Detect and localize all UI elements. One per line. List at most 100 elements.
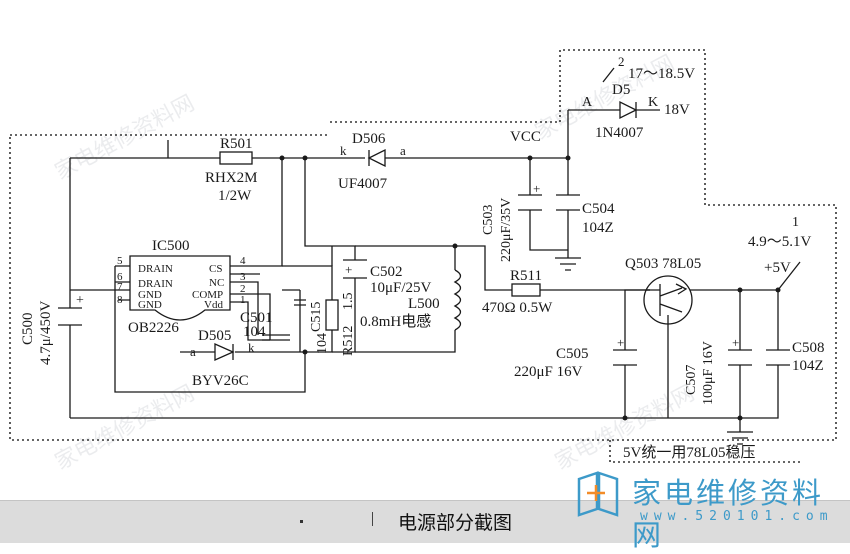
- c500-value: 4.7μ/450V: [38, 301, 54, 365]
- d505-k: k: [248, 340, 255, 355]
- r512-value: 1.5: [341, 293, 356, 311]
- d505-a: a: [190, 344, 196, 359]
- r501-part: RHX2M: [205, 170, 258, 186]
- pin-1: 1: [240, 294, 246, 306]
- l500-inductor: [453, 269, 462, 331]
- d5-a: A: [582, 95, 593, 110]
- ic-cs: CS: [209, 263, 222, 275]
- c501-label: C501: [240, 310, 273, 326]
- l500-value: 0.8mH电感: [360, 313, 431, 330]
- c515-capacitor: [294, 299, 306, 306]
- ground-symbol: [555, 257, 581, 271]
- pin-6: 6: [117, 271, 123, 283]
- 5v-arrow: [777, 261, 801, 291]
- d505-diode: [214, 342, 235, 362]
- r501-resistor: [219, 151, 253, 165]
- c503-capacitor: +: [518, 181, 542, 211]
- r512-resistor: [325, 299, 339, 331]
- ground-symbol: [727, 431, 753, 445]
- c504-value: 104Z: [582, 220, 614, 236]
- pin-5: 5: [117, 255, 123, 267]
- note-5v-regulator: 5V统一用78L05稳压: [623, 444, 756, 461]
- d5-diode: [602, 67, 638, 120]
- svg-text:+: +: [533, 181, 540, 196]
- svg-text:+: +: [345, 262, 352, 277]
- c508-label: C508: [792, 340, 825, 356]
- brand-url: www.520101.com: [640, 509, 834, 524]
- d5-18v: 18V: [664, 102, 690, 118]
- r501-power: 1/2W: [218, 188, 252, 204]
- c502-capacitor: +: [343, 259, 367, 279]
- d506-label: D506: [352, 131, 386, 147]
- caption-bar: [0, 500, 850, 543]
- c507-value: 100μF 16V: [701, 341, 716, 405]
- c501-value: 104: [243, 324, 266, 340]
- c505-label: C505: [556, 346, 589, 362]
- q503-label: Q503 78L05: [625, 256, 701, 272]
- ic500-label: IC500: [152, 238, 190, 254]
- ic-nc: NC: [209, 277, 224, 289]
- figure-caption: 电源部分截图: [398, 512, 513, 534]
- boundary-dotted: [9, 49, 837, 463]
- l500-label: L500: [408, 296, 440, 312]
- ic500-part: OB2226: [128, 320, 179, 336]
- ic-vdd: Vdd: [204, 299, 223, 311]
- d506-part: UF4007: [338, 176, 388, 192]
- d506-a: a: [400, 143, 406, 158]
- pin-7: 7: [117, 281, 123, 293]
- pin-2: 2: [240, 283, 246, 295]
- d5-mark-2: 2: [618, 54, 625, 69]
- c505-value: 220μF 16V: [514, 364, 583, 380]
- d505-part: BYV26C: [192, 373, 249, 389]
- vcc-label: VCC: [510, 129, 541, 145]
- svg-text:+: +: [76, 293, 84, 308]
- c503-label: C503: [481, 205, 496, 235]
- r512-label: R512: [341, 326, 356, 356]
- ic-drain-1: DRAIN: [138, 263, 173, 275]
- out-voltage-range: 4.9～5.1V: [748, 234, 812, 250]
- d5-voltage-range: 17～18.5V: [628, 66, 695, 82]
- ic500-chip: [129, 255, 231, 321]
- d5-k: K: [648, 95, 658, 110]
- d506-k: k: [340, 143, 347, 158]
- power-supply-schematic: 家电维修资料网 家电维修资料网 家电维修资料网 家电维修资料网: [9, 49, 837, 474]
- caption-cursor: [372, 512, 373, 526]
- out-mark-1: 1: [792, 215, 799, 230]
- pin-4: 4: [240, 255, 246, 267]
- q503-regulator: [643, 275, 693, 325]
- c515-label: C515: [309, 302, 324, 332]
- component-labels: R501 RHX2M 1/2W IC500 OB2226 DRAIN DRAIN…: [20, 54, 825, 461]
- r501-label: R501: [220, 136, 253, 152]
- out-5v: +5V: [764, 260, 791, 276]
- c515-value: 104: [315, 333, 330, 354]
- d5-label: D5: [612, 82, 630, 98]
- c504-capacitor: [556, 194, 580, 211]
- d505-label: D505: [198, 328, 231, 344]
- watermark-text: 家电维修资料网: [51, 380, 199, 474]
- c504-label: C504: [582, 201, 615, 217]
- c500-label: C500: [20, 312, 36, 345]
- c500-capacitor: +: [58, 293, 84, 326]
- r511-resistor: [511, 283, 541, 297]
- c508-value: 104Z: [792, 358, 824, 374]
- ic-drain-2: DRAIN: [138, 278, 173, 290]
- junction-dots: [279, 155, 781, 421]
- ic-gnd-1: GND: [138, 289, 162, 301]
- ic-gnd-2: GND: [138, 299, 162, 311]
- pin-3: 3: [240, 271, 246, 283]
- wires: [69, 109, 779, 432]
- r511-value: 470Ω 0.5W: [482, 300, 553, 316]
- pin-8: 8: [117, 294, 123, 306]
- c502-label: C502: [370, 264, 403, 280]
- c503-value: 220μF/35V: [499, 198, 514, 262]
- d506-diode: [367, 148, 386, 168]
- c502-value: 10μF/25V: [370, 280, 432, 296]
- r511-label: R511: [510, 268, 542, 284]
- caption-tick: [300, 520, 303, 523]
- d5-part: 1N4007: [595, 125, 644, 141]
- c501-capacitor: [262, 334, 290, 341]
- svg-text:+: +: [732, 335, 739, 350]
- c508-capacitor: [766, 349, 790, 366]
- svg-text:+: +: [617, 335, 624, 350]
- ic-comp: COMP: [192, 289, 223, 301]
